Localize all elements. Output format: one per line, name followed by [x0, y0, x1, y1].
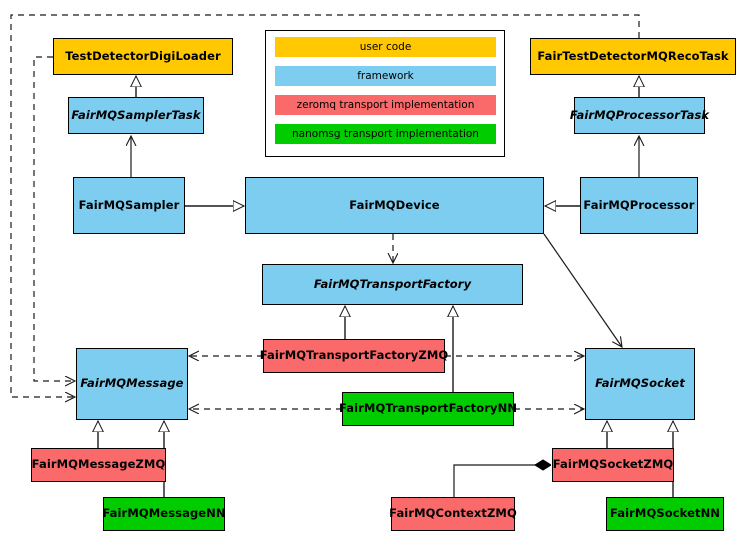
class-node-fairmqdevice[interactable]: FairMQDevice	[245, 177, 544, 234]
class-node-fairmqtransportfactoryzmq[interactable]: FairMQTransportFactoryZMQ	[260, 339, 448, 373]
class-node-fairtestdetectormqrecotask[interactable]: FairTestDetectorMQRecoTask	[530, 38, 736, 75]
class-node-fairmqcontextzmq[interactable]: FairMQContextZMQ	[389, 497, 517, 531]
class-node-testdetectordigiloader[interactable]: TestDetectorDigiLoader	[53, 38, 233, 75]
legend-item-0: user code	[275, 37, 496, 57]
edge-contextzmq-socketzmq	[453, 465, 550, 497]
legend-item-1: framework	[275, 66, 496, 86]
class-node-fairmqtransportfactory[interactable]: FairMQTransportFactory	[262, 264, 523, 305]
class-node-fairmqmessage[interactable]: FairMQMessage	[76, 348, 188, 420]
legend-item-3: nanomsg transport implementation	[275, 124, 496, 144]
class-node-fairmqmessagezmq[interactable]: FairMQMessageZMQ	[31, 448, 166, 482]
legend-item-2: zeromq transport implementation	[275, 95, 496, 115]
class-node-fairmqsocketzmq[interactable]: FairMQSocketZMQ	[552, 448, 674, 482]
edge-device-socket	[543, 233, 622, 347]
class-node-fairmqsocketnn[interactable]: FairMQSocketNN	[606, 497, 724, 531]
class-node-fairmqtransportfactorynn[interactable]: FairMQTransportFactoryNN	[339, 392, 517, 426]
class-node-fairmqsampler[interactable]: FairMQSampler	[73, 177, 185, 234]
class-node-fairmqsamplertask[interactable]: FairMQSamplerTask	[68, 97, 204, 134]
class-node-fairmqmessagenn[interactable]: FairMQMessageNN	[102, 497, 226, 531]
class-node-fairmqprocessortask[interactable]: FairMQProcessorTask	[570, 97, 709, 134]
class-node-fairmqsocket[interactable]: FairMQSocket	[585, 348, 695, 420]
class-node-fairmqprocessor[interactable]: FairMQProcessor	[580, 177, 698, 234]
